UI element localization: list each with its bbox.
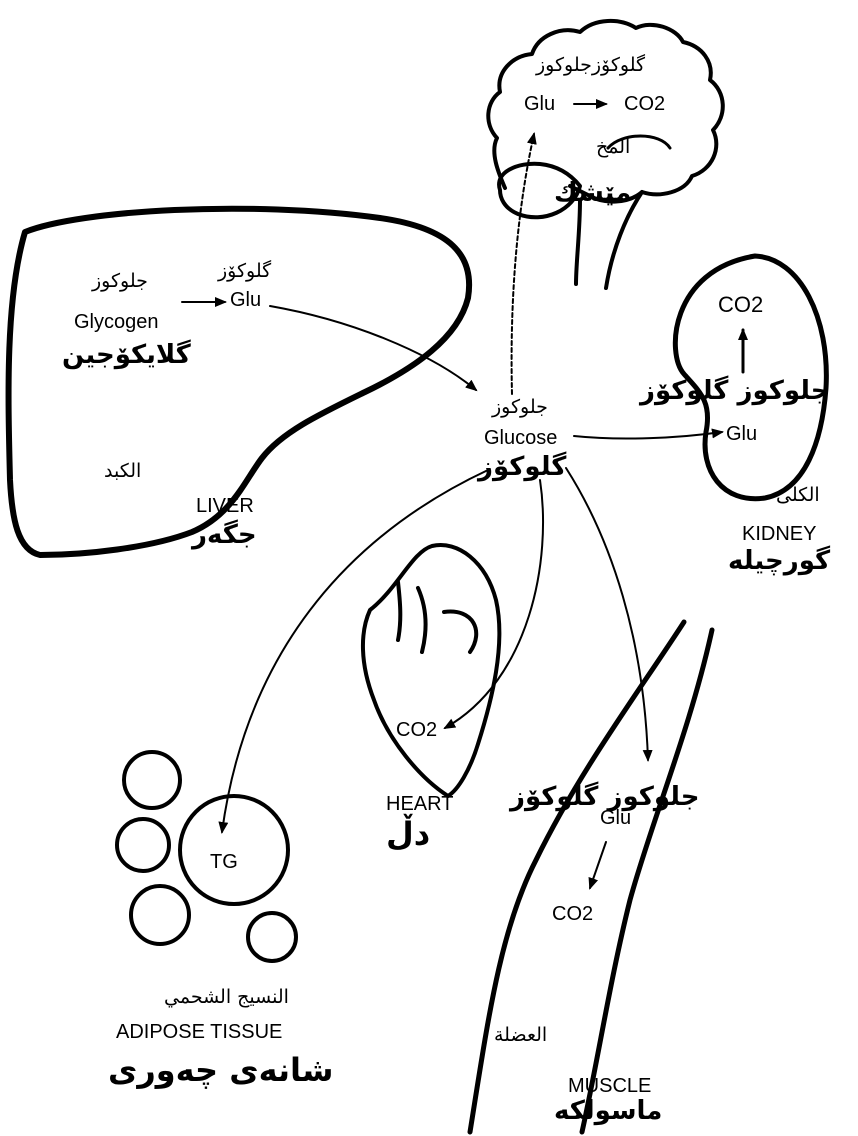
heart-name-en: HEART bbox=[386, 794, 453, 814]
fat-cell bbox=[117, 819, 169, 871]
glucose-en: Glucose bbox=[484, 428, 557, 448]
kidney-name-ar: الكلى bbox=[776, 486, 820, 505]
brain-name-ku: مێشك bbox=[554, 180, 631, 206]
brain-co2-label: CO2 bbox=[624, 94, 665, 114]
muscle-name-en: MUSCLE bbox=[568, 1076, 651, 1096]
liver-name-ku: جگەر bbox=[192, 522, 257, 548]
heart-aorta bbox=[398, 582, 400, 640]
kidney-name-ku: گورچیلە bbox=[728, 548, 830, 574]
muscle-co2-label: CO2 bbox=[552, 904, 593, 924]
heart-ventricle bbox=[444, 612, 476, 652]
brain-glucose-title: گلوكۆزجلوكوز bbox=[536, 56, 645, 75]
heart-outline bbox=[363, 545, 499, 796]
heart-name-ku: دڵ bbox=[386, 818, 430, 850]
adipose-name-en: ADIPOSE TISSUE bbox=[116, 1022, 282, 1042]
liver-glu-en: Glu bbox=[230, 290, 261, 310]
glucose-ar: جلوكوز bbox=[492, 398, 548, 417]
fat-cell bbox=[124, 752, 180, 808]
muscle-name-ku: ماسولكە bbox=[554, 1098, 662, 1124]
adipose-tg-label: TG bbox=[210, 852, 238, 872]
fat-cell bbox=[248, 913, 296, 961]
muscle-name-ar: العضلة bbox=[494, 1026, 547, 1045]
heart-vessel bbox=[418, 588, 425, 652]
kidney-co2-label: CO2 bbox=[718, 294, 763, 316]
liver-glycogen-ar: جلوكوز bbox=[92, 272, 148, 291]
heart-co2-label: CO2 bbox=[396, 720, 437, 740]
liver-glycogen-ku: گلايكۆجين bbox=[62, 342, 191, 368]
muscle-left-edge bbox=[470, 622, 684, 1132]
liver-name-ar: الكبد bbox=[104, 462, 141, 481]
brain-name-ar: المخ bbox=[596, 138, 630, 157]
liver-to-blood-arrow bbox=[270, 306, 476, 390]
fat-cell-large bbox=[180, 796, 288, 904]
kidney-glu-en: Glu bbox=[726, 424, 757, 444]
liver-name-en: LIVER bbox=[196, 496, 254, 516]
blood-to-adipose-arrow bbox=[222, 470, 488, 832]
liver-glycogen-en: Glycogen bbox=[74, 312, 159, 332]
blood-to-muscle-arrow bbox=[566, 468, 648, 760]
kidney-glu-ku-ar: جلوكوز گلوكۆز bbox=[640, 378, 830, 404]
adipose-name-ku: شانەی چەوری bbox=[108, 1054, 333, 1086]
brain-glu-label: Glu bbox=[524, 94, 555, 114]
blood-to-brain-arrow bbox=[512, 134, 534, 394]
brainstem-left bbox=[576, 200, 580, 284]
kidney-name-en: KIDNEY bbox=[742, 524, 816, 544]
liver-glu-ku: گلوكۆز bbox=[218, 262, 271, 281]
muscle-glu-en: Glu bbox=[600, 808, 631, 828]
adipose-name-ar: النسيج الشحمي bbox=[164, 988, 289, 1007]
blood-to-kidney-arrow bbox=[574, 432, 722, 439]
muscle-glu-to-co2-arrow bbox=[590, 842, 606, 888]
muscle-right-edge bbox=[582, 630, 712, 1132]
fat-cell bbox=[131, 886, 189, 944]
glucose-ku: گلوكۆز bbox=[478, 454, 566, 480]
